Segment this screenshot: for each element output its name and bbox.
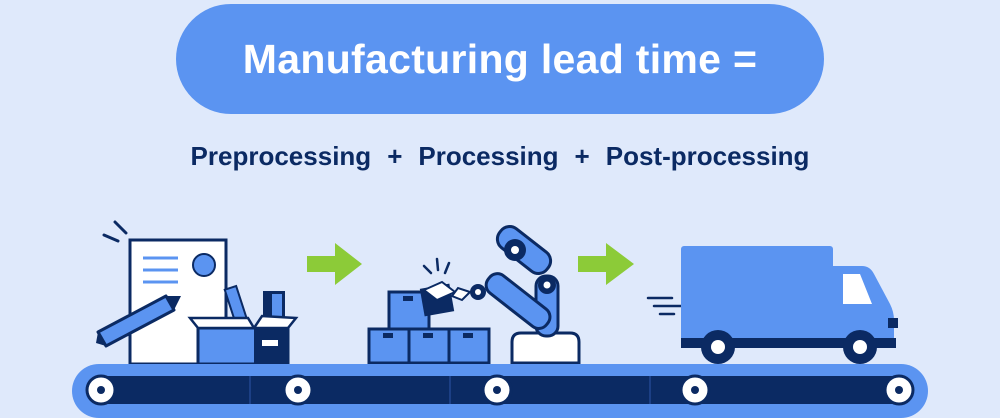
arrow-right-icon-1 [307,243,362,285]
conveyor-wheel-4 [679,374,711,406]
delivery-truck-icon [681,246,898,364]
term-preprocessing: Preprocessing [190,140,372,171]
speed-lines [646,296,686,316]
arrow-right-icon-2 [578,243,634,285]
conveyor-wheel-3 [481,374,513,406]
robot-arm-icon [450,225,581,365]
pencil-icon [96,294,181,348]
title-text: Manufacturing lead time = [242,35,758,82]
plus-operator-2: + [574,140,590,171]
stacked-boxes-icon [367,280,491,365]
plus-operator-1: + [387,140,403,171]
sparkle-lines [422,257,451,275]
term-post-processing: Post-processing [605,140,810,171]
formula-line: Preprocessing + Processing + Post-proces… [0,138,1000,174]
title-banner: Manufacturing lead time = [176,4,824,114]
conveyor-wheel-5 [883,374,915,406]
term-processing: Processing [418,140,559,171]
conveyor-belt [72,364,928,418]
conveyor-wheel-1 [85,374,117,406]
conveyor-wheel-2 [282,374,314,406]
